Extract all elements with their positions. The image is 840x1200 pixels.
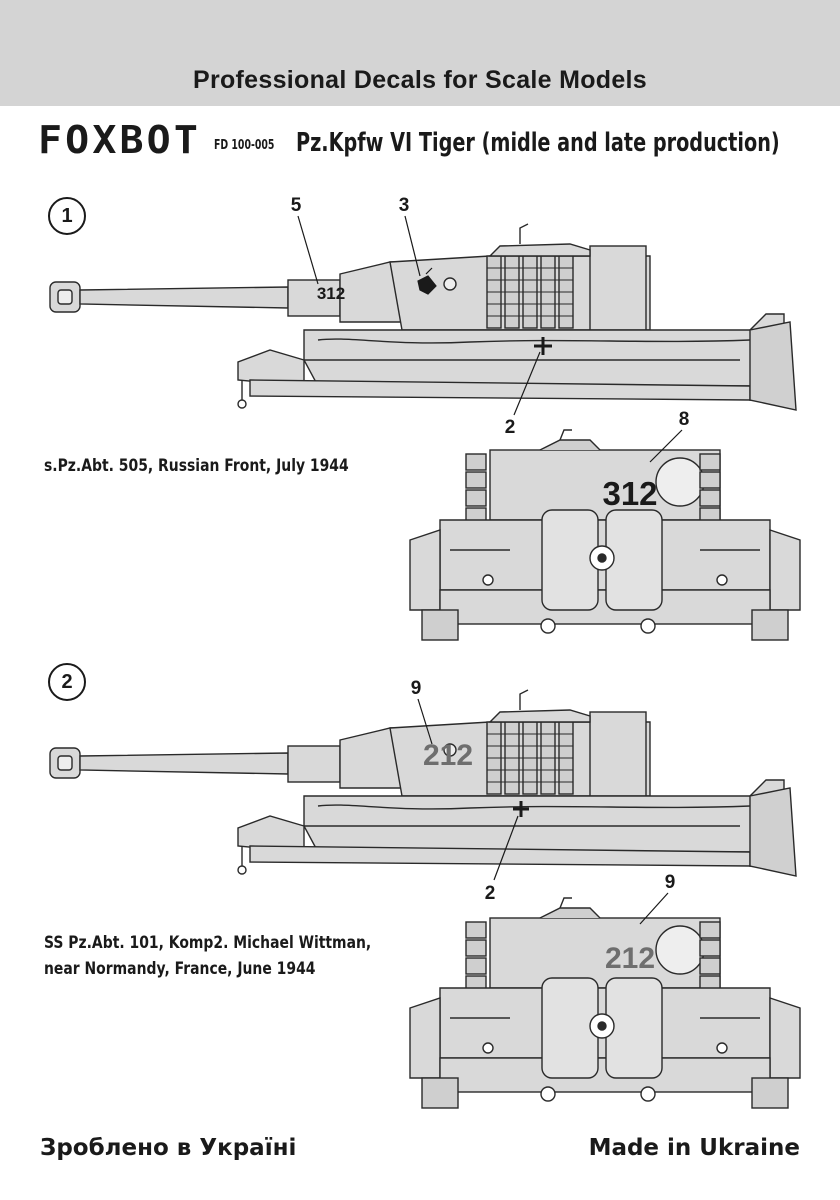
variant-2-callout-9: 9	[411, 678, 422, 699]
variant-1-callout-3: 3	[399, 195, 410, 216]
header-band	[0, 0, 840, 106]
footer-made-in-ukraine-ua: Зроблено в Україні	[40, 1135, 297, 1161]
variant-2-callout-2: 2	[485, 883, 496, 904]
variant-1-callout-5: 5	[291, 195, 302, 216]
variant-2-caption-line-1: SS Pz.Abt. 101, Komp2. Michael Wittman,	[44, 933, 372, 953]
header-tagline: Professional Decals for Scale Models	[192, 66, 648, 94]
variant-2-number: 2	[48, 663, 86, 701]
variant-2-rear-marking: 212	[605, 942, 655, 975]
variant-1-caption-line: s.Pz.Abt. 505, Russian Front, July 1944	[44, 456, 349, 476]
variant-1-number: 1	[48, 197, 86, 235]
variant-2-caption-line-2: near Normandy, France, June 1944	[44, 959, 316, 979]
variant-1-callout-2: 2	[505, 417, 516, 438]
variant-2-turret-marking: 212	[423, 739, 473, 772]
variant-1-rear-view	[409, 429, 801, 641]
variant-1-crest-icon	[417, 267, 437, 295]
variant-1-rear-marking: 312	[602, 475, 657, 512]
variant-1-barrel-marking: 312	[317, 284, 345, 303]
variant-2-rear-view	[409, 897, 801, 1109]
product-code: FD 100-005	[214, 138, 275, 153]
variant-1-callout-8: 8	[679, 409, 690, 430]
variant-2-callout-9-rear: 9	[665, 872, 676, 893]
variant-1-side-view	[49, 223, 797, 411]
brand-logo: FOXBOT	[38, 118, 202, 162]
product-title: Pz.Kpfw VI Tiger (midle and late product…	[296, 128, 780, 158]
variant-2-caption: SS Pz.Abt. 101, Komp2. Michael Wittman, …	[44, 930, 371, 982]
variant-2-cross-marking	[513, 801, 529, 817]
variant-1-cross-marking	[534, 337, 552, 355]
variant-2-side-view	[49, 689, 797, 877]
footer-made-in-ukraine-en: Made in Ukraine	[588, 1135, 800, 1161]
variant-1-caption: s.Pz.Abt. 505, Russian Front, July 1944	[44, 453, 349, 479]
